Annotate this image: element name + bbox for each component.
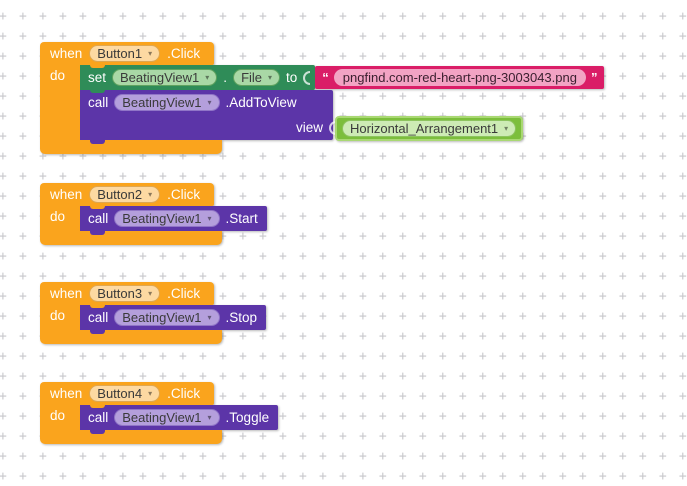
dropdown-value: File <box>241 70 263 85</box>
component-dropdown-button1[interactable]: Button1 ▾ <box>89 45 161 62</box>
dropdown-value: BeatingView1 <box>122 95 202 110</box>
dropdown-value: BeatingView1 <box>120 70 200 85</box>
event-block-foot <box>40 231 222 245</box>
event-name-label: .Click <box>167 187 201 202</box>
event-name-label: .Click <box>167 46 201 61</box>
dropdown-caret-icon: ▾ <box>207 312 212 322</box>
dropdown-value: BeatingView1 <box>122 410 202 425</box>
call-start-statement-block[interactable]: call BeatingView1 ▾ .Start <box>80 205 267 235</box>
do-label: do <box>40 305 80 330</box>
method-name-label: .AddToView <box>225 95 297 110</box>
event-name-label: .Click <box>167 386 201 401</box>
when-button4-click-block[interactable]: when Button4 ▾ .Click do call BeatingVie… <box>40 382 279 444</box>
dropdown-caret-icon: ▾ <box>207 97 212 107</box>
close-quote: ” <box>590 70 598 85</box>
method-name-label: .Stop <box>225 310 258 325</box>
call-label: call <box>88 211 109 226</box>
when-button3-click-block[interactable]: when Button3 ▾ .Click do call BeatingVie… <box>40 282 267 344</box>
when-label: when <box>50 46 83 61</box>
method-name-label: .Toggle <box>225 410 270 425</box>
component-getter-block[interactable]: Horizontal_Arrangement1 ▾ <box>335 116 524 141</box>
do-label: do <box>40 206 80 231</box>
event-header[interactable]: when Button3 ▾ .Click <box>40 282 215 305</box>
value-socket <box>303 70 311 85</box>
when-label: when <box>50 187 83 202</box>
event-header[interactable]: when Button4 ▾ .Click <box>40 382 215 405</box>
event-block-foot <box>40 330 222 344</box>
dropdown-caret-icon: ▾ <box>148 189 153 199</box>
set-label: set <box>88 70 107 85</box>
event-block-foot <box>40 140 222 154</box>
dropdown-caret-icon: ▾ <box>148 388 153 398</box>
property-dropdown-file[interactable]: File ▾ <box>233 69 281 86</box>
event-header[interactable]: when Button1 ▾ .Click <box>40 42 215 65</box>
call-toggle-statement-block[interactable]: call BeatingView1 ▾ .Toggle <box>80 404 279 434</box>
dropdown-value: Button1 <box>97 46 143 61</box>
component-dropdown-horizontal-arrangement1[interactable]: Horizontal_Arrangement1 ▾ <box>342 120 517 137</box>
component-dropdown-button4[interactable]: Button4 ▾ <box>89 385 161 402</box>
to-label: to <box>286 70 298 85</box>
dropdown-value: BeatingView1 <box>122 310 202 325</box>
call-label: call <box>88 410 109 425</box>
event-header[interactable]: when Button2 ▾ .Click <box>40 183 215 206</box>
dropdown-caret-icon: ▾ <box>148 48 153 58</box>
call-label: call <box>88 95 109 110</box>
text-string-block[interactable]: “ pngfind.com-red-heart-png-3003043.png … <box>315 66 605 89</box>
dropdown-value: Horizontal_Arrangement1 <box>350 121 499 136</box>
dropdown-value: Button2 <box>97 187 143 202</box>
dropdown-caret-icon: ▾ <box>207 213 212 223</box>
dropdown-value: Button3 <box>97 286 143 301</box>
dropdown-caret-icon: ▾ <box>148 288 153 298</box>
when-label: when <box>50 386 83 401</box>
dot-label: . <box>223 70 228 85</box>
component-dropdown-button3[interactable]: Button3 ▾ <box>89 285 161 302</box>
set-file-statement-block[interactable]: set BeatingView1 ▾ . File ▾ to <box>80 64 316 90</box>
component-dropdown-beatingview1[interactable]: BeatingView1 ▾ <box>114 210 220 227</box>
call-stop-statement-block[interactable]: call BeatingView1 ▾ .Stop <box>80 304 267 334</box>
component-dropdown-button2[interactable]: Button2 ▾ <box>89 186 161 203</box>
when-label: when <box>50 286 83 301</box>
component-dropdown-beatingview1[interactable]: BeatingView1 ▾ <box>114 94 220 111</box>
component-dropdown-beatingview1[interactable]: BeatingView1 ▾ <box>114 309 220 326</box>
value-socket <box>329 120 336 135</box>
dropdown-caret-icon: ▾ <box>504 123 509 133</box>
dropdown-caret-icon: ▾ <box>207 412 212 422</box>
when-button2-click-block[interactable]: when Button2 ▾ .Click do call BeatingVie… <box>40 183 267 245</box>
when-button1-click-block[interactable]: when Button1 ▾ .Click do set BeatingView… <box>40 42 605 154</box>
dropdown-value: BeatingView1 <box>122 211 202 226</box>
call-addtoview-statement-block[interactable]: call BeatingView1 ▾ .AddToView view <box>80 89 336 144</box>
param-view-label: view <box>295 120 323 135</box>
dropdown-caret-icon: ▾ <box>205 72 210 82</box>
do-label: do <box>40 405 80 430</box>
dropdown-value: Button4 <box>97 386 143 401</box>
component-dropdown-beatingview1[interactable]: BeatingView1 ▾ <box>112 69 218 86</box>
event-name-label: .Click <box>167 286 201 301</box>
do-label: do <box>40 65 80 140</box>
dropdown-caret-icon: ▾ <box>268 72 273 82</box>
call-label: call <box>88 310 109 325</box>
component-dropdown-beatingview1[interactable]: BeatingView1 ▾ <box>114 409 220 426</box>
method-name-label: .Start <box>225 211 258 226</box>
open-quote: “ <box>322 70 329 85</box>
event-block-foot <box>40 430 222 444</box>
text-input[interactable]: pngfind.com-red-heart-png-3003043.png <box>333 69 586 86</box>
